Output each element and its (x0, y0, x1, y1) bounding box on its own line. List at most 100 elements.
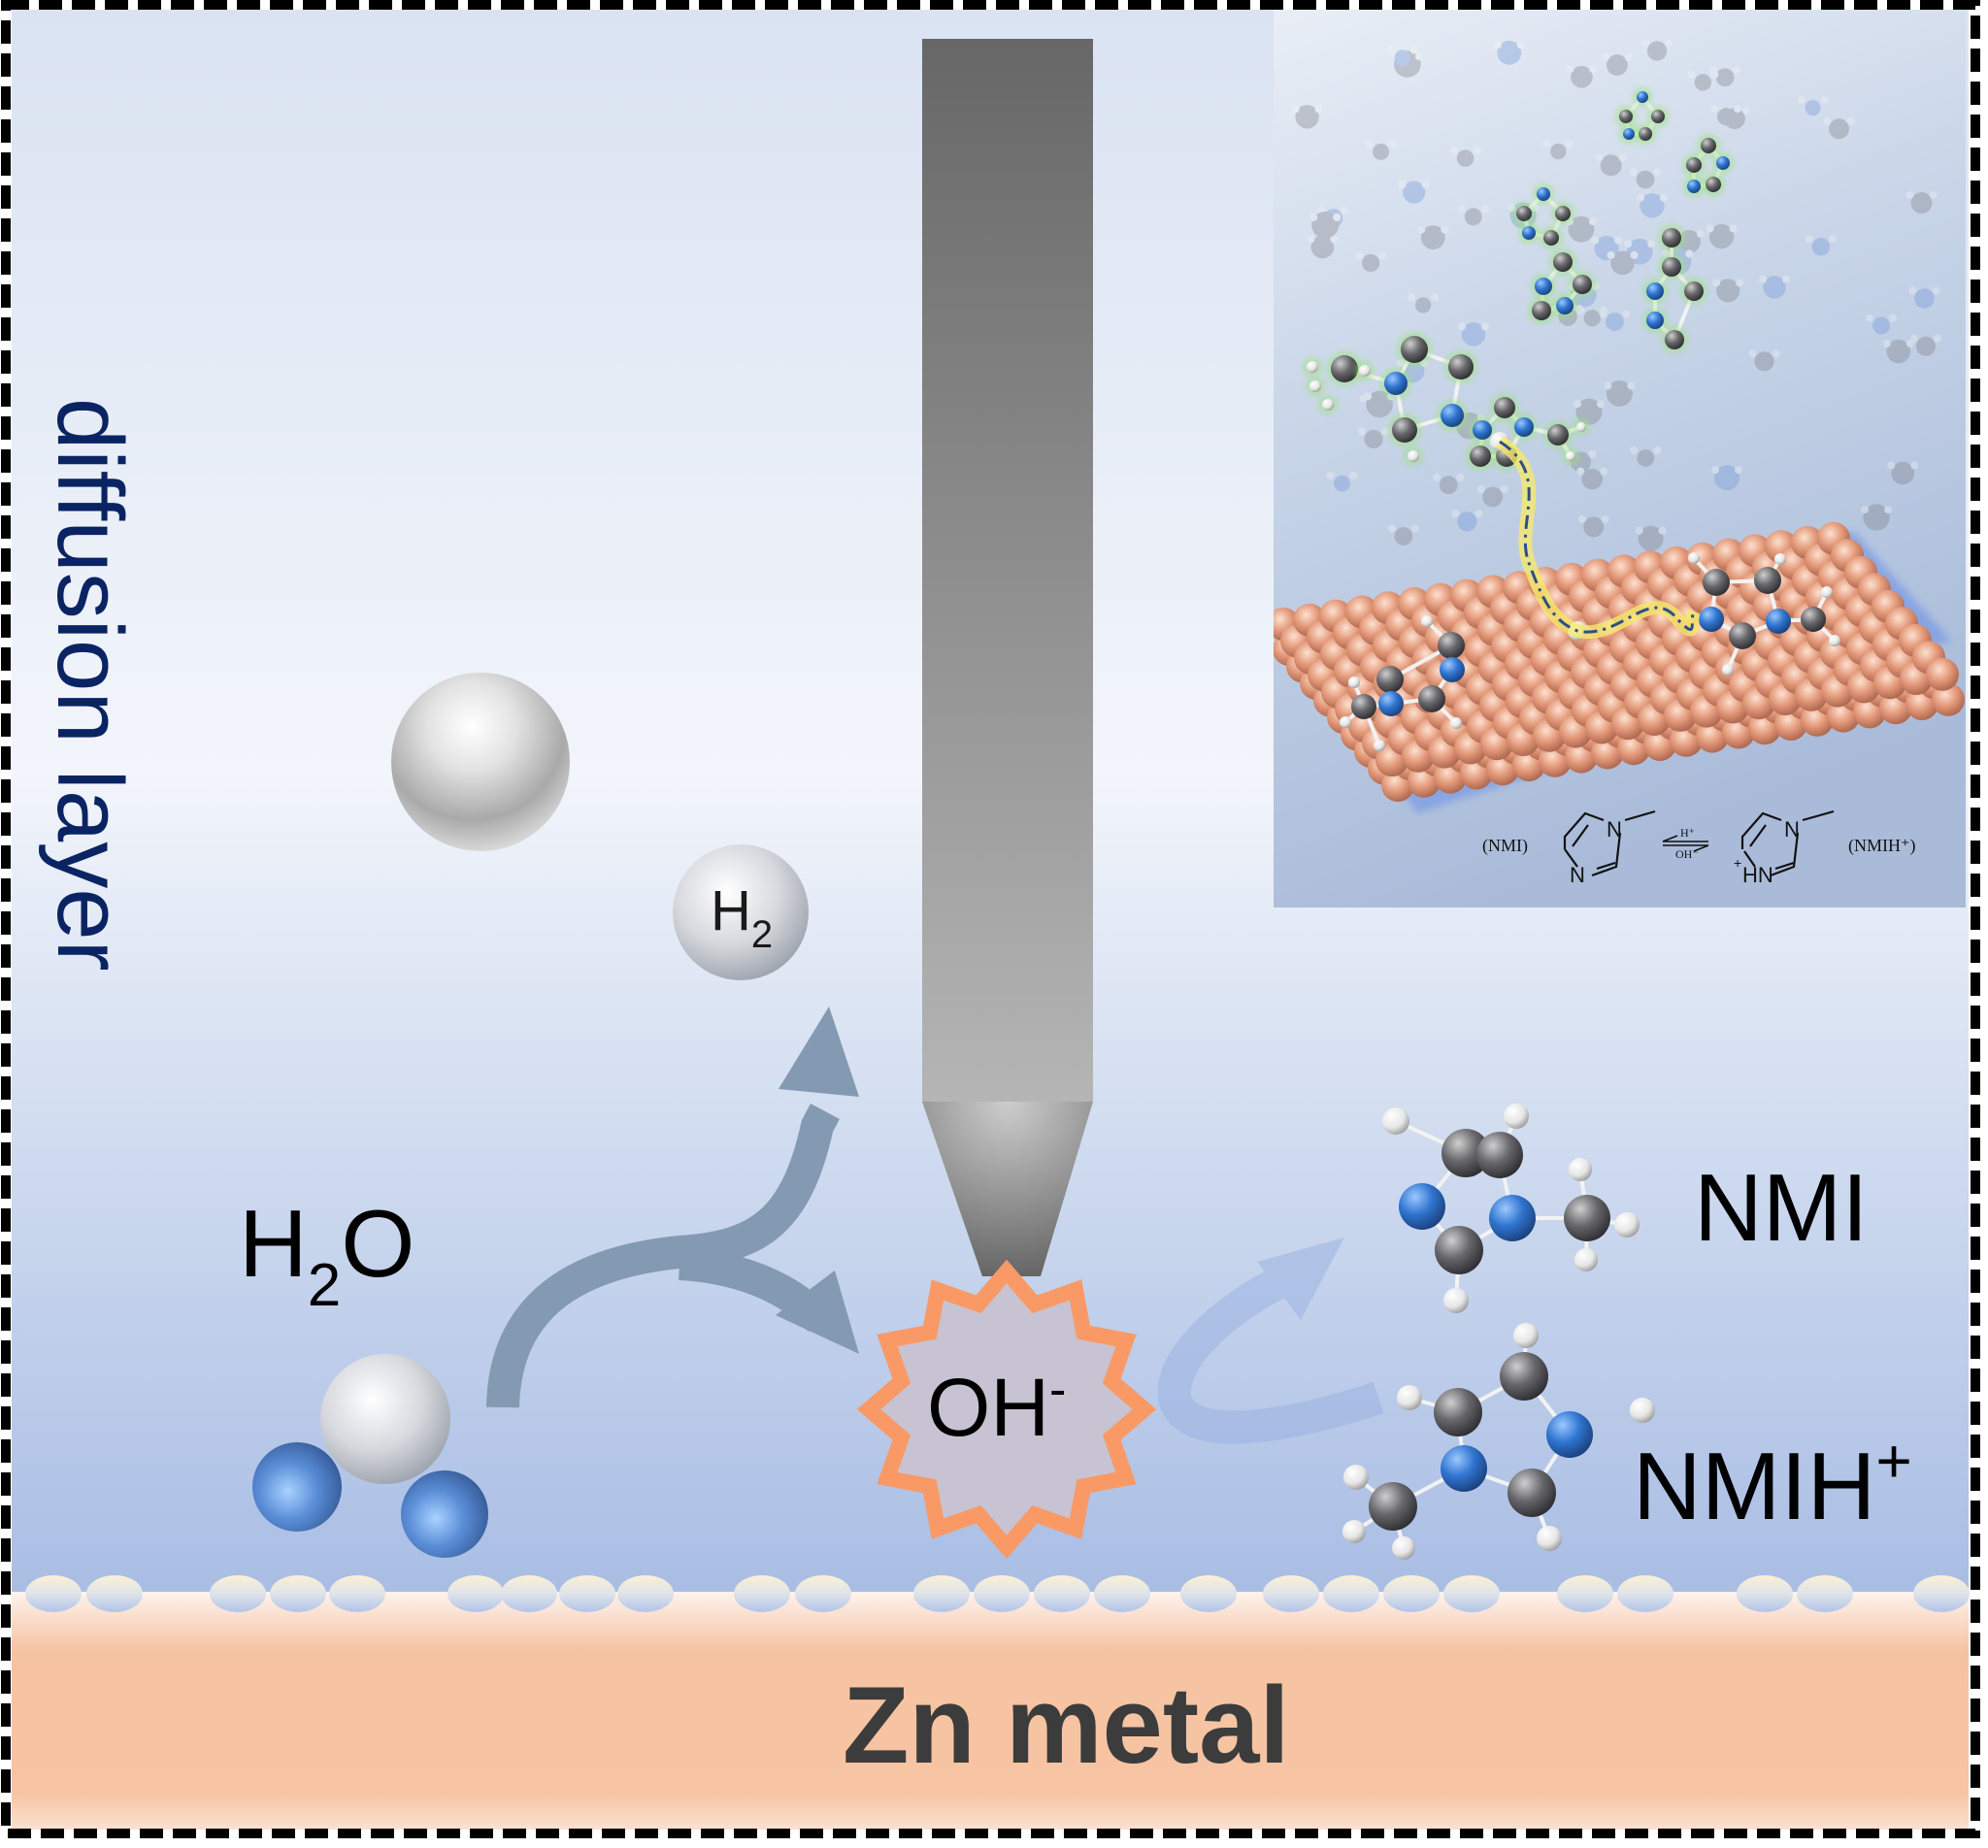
adsorbed-bead (270, 1575, 326, 1612)
solvent-atom (1449, 147, 1458, 155)
solvent-atom (1493, 41, 1502, 50)
hydrogen-atom (1382, 1107, 1409, 1135)
adsorbed-bead (559, 1575, 615, 1612)
nmi-n3-atom: N (1570, 863, 1585, 887)
solvent-atom (1905, 190, 1914, 199)
solvent-atom (1658, 526, 1667, 535)
nitrogen-atom (1556, 297, 1574, 314)
solvent-atom (1708, 223, 1735, 249)
carbon-atom (1573, 275, 1592, 294)
hydrogen-atom (1322, 399, 1334, 411)
solvent-atom (1823, 116, 1832, 125)
nitrogen-atom (1646, 312, 1664, 329)
solvent-atom (1630, 168, 1639, 177)
hydrogen-atom (1513, 1323, 1539, 1348)
nitrogen-atom (1384, 372, 1408, 395)
solvent-atom (1550, 143, 1567, 160)
solvent-atom (1607, 250, 1615, 259)
solvent-atom (1596, 400, 1605, 409)
solvent-atom (1291, 105, 1300, 114)
solvent-atom (1909, 334, 1918, 343)
solvent-atom (1417, 225, 1426, 234)
solvent-atom (1886, 339, 1911, 364)
solvent-atom (1408, 293, 1416, 302)
arrow-to-h2 (486, 1104, 840, 1408)
solvent-atom (1734, 105, 1742, 114)
hydrogen-atom (1576, 422, 1586, 432)
carbon-atom (1434, 1388, 1482, 1436)
solvent-atom (1355, 250, 1364, 259)
nitrogen-atom (1535, 278, 1552, 295)
carbon-atom (1476, 1132, 1523, 1178)
carbon-atom (1703, 569, 1730, 596)
solvent-atom (1653, 446, 1662, 454)
solvent-atom (1882, 340, 1891, 348)
solvent-atom (1410, 524, 1419, 533)
solvent-atom (1323, 209, 1343, 228)
carbon-atom (1564, 1195, 1610, 1241)
nitrogen-atom (1546, 1411, 1593, 1458)
solvent-atom (1334, 475, 1350, 492)
solvent-atom (1805, 235, 1813, 244)
solvent-atom (1697, 229, 1706, 238)
hydrogen-atom (1821, 586, 1833, 598)
adsorbed-bead (329, 1575, 385, 1612)
hydroxide-label-sup: - (1049, 1362, 1067, 1418)
carbon-atom (1494, 397, 1515, 418)
solvent-atom (1646, 41, 1668, 61)
solvent-atom (1641, 39, 1650, 48)
diffusion-layer-text: diffusion layer (38, 398, 142, 972)
adsorbed-bead (1034, 1575, 1090, 1612)
solvent-atom (1846, 116, 1855, 125)
solvent-atom (1710, 70, 1719, 79)
solvent-atom (1884, 505, 1893, 513)
hydrogen-atom (1566, 451, 1575, 461)
solvent-atom (1398, 181, 1407, 189)
solvent-atom (1394, 527, 1413, 545)
solvent-atom (1365, 140, 1374, 148)
adsorbed-bead (210, 1575, 266, 1612)
solvent-atom (1636, 193, 1644, 202)
nitrogen-atom (1646, 282, 1664, 300)
nmih-n1-atom: N (1784, 817, 1800, 842)
solvent-atom (1439, 476, 1458, 495)
carbon-atom (1543, 230, 1559, 246)
solvent-atom (1581, 468, 1604, 490)
solvent-atom (1476, 484, 1485, 493)
solvent-atom (1618, 153, 1627, 162)
adsorbed-bead (1180, 1575, 1237, 1612)
hydrogen-atom (401, 1470, 488, 1558)
solvent-atom (1607, 54, 1628, 76)
solvent-atom (1910, 191, 1933, 214)
water-label: H2O (239, 1196, 415, 1316)
carbon-atom (1516, 206, 1532, 221)
adsorbed-bead (1323, 1575, 1379, 1612)
carbon-atom (1369, 1482, 1417, 1531)
copper-atom (1926, 657, 1959, 691)
solvent-atom (1828, 235, 1837, 244)
nmih-molecule-icon (1342, 1323, 1655, 1560)
solvent-atom (1772, 349, 1780, 358)
solvent-atom (1568, 215, 1595, 243)
arrow-bottom-label: OH⁻ (1675, 847, 1699, 861)
water-label-o: O (341, 1190, 415, 1297)
carbon-atom (1555, 206, 1571, 221)
solvent-atom (1635, 526, 1643, 535)
carbon-atom (1351, 694, 1376, 719)
adsorbed-bead (1263, 1575, 1319, 1612)
solvent-atom (1712, 279, 1721, 287)
nmih-structure (1740, 809, 1835, 877)
carbon-atom (1331, 355, 1358, 382)
solvent-atom (1637, 449, 1655, 467)
solvent-atom (1314, 105, 1323, 114)
carbon-atom (1553, 252, 1573, 272)
solvent-atom (1733, 65, 1741, 74)
solvent-atom (1433, 473, 1441, 481)
solvent-atom (1687, 234, 1696, 243)
hydrogen-atom (1774, 553, 1786, 565)
nmi-molecule-icon (1382, 1104, 1640, 1313)
carbon-atom (1662, 228, 1681, 248)
solvent-atom (1387, 524, 1396, 533)
solvent-atom (1710, 105, 1719, 114)
solvent-atom (1866, 314, 1874, 322)
